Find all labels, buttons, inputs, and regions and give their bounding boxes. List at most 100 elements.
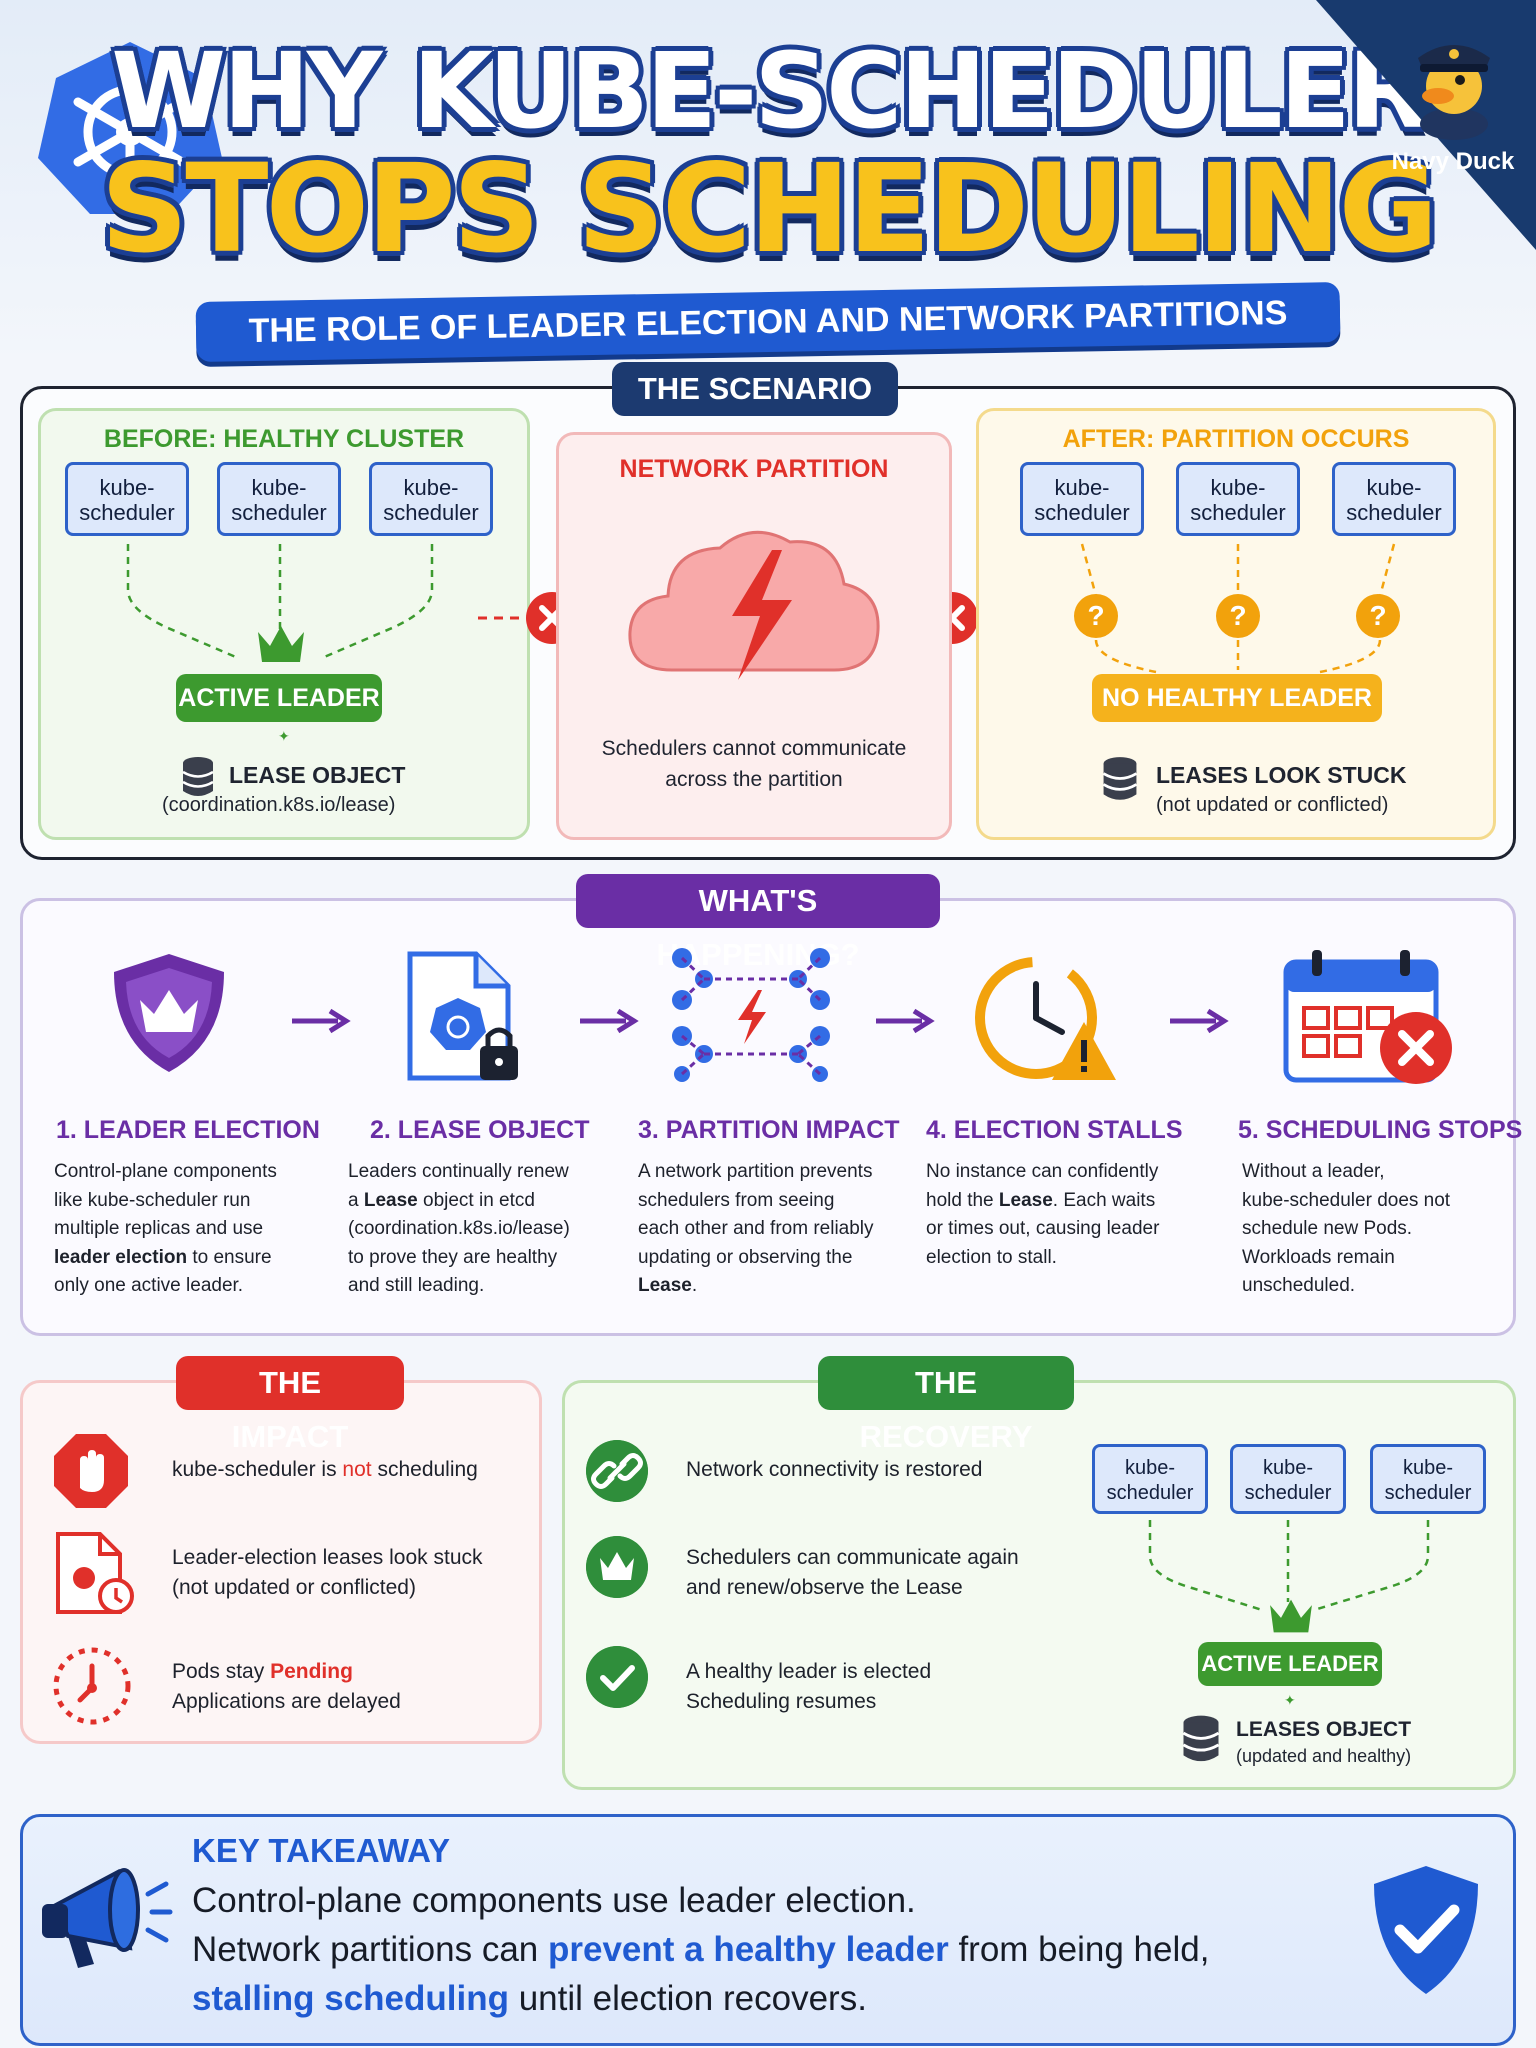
takeaway-line-2: Network partitions can prevent a healthy… bbox=[192, 1930, 1210, 1969]
step-3-title: 3. PARTITION IMPACT bbox=[638, 1116, 900, 1144]
arrow-right-icon bbox=[580, 1008, 639, 1034]
before-lease-sub: (coordination.k8s.io/lease) bbox=[162, 794, 396, 816]
database-icon bbox=[1182, 1715, 1220, 1762]
arrow-right-icon bbox=[292, 1008, 351, 1034]
before-connector-lines bbox=[126, 544, 434, 660]
crown-icon bbox=[586, 1536, 648, 1598]
before-lease-title: LEASE OBJECT bbox=[229, 762, 406, 788]
step-1-line: like kube-scheduler run bbox=[54, 1189, 251, 1211]
stop-hand-icon bbox=[54, 1434, 128, 1508]
before-scheduler-2: kube- scheduler bbox=[217, 462, 341, 536]
recovery-connector-lines bbox=[1148, 1520, 1430, 1612]
recovery-active-leader: ACTIVE LEADER bbox=[1198, 1642, 1382, 1686]
checkmark-icon bbox=[586, 1646, 648, 1708]
network-partition-icon bbox=[672, 948, 830, 1082]
partition-text-1: Schedulers cannot communicate bbox=[601, 737, 907, 760]
recovery-scheduler-3: kube- scheduler bbox=[1370, 1444, 1486, 1514]
partition-text-2: across the partition bbox=[665, 768, 843, 791]
title-line-2: STOPS SCHEDULING bbox=[100, 138, 1438, 280]
takeaway-line-3: stalling scheduling until election recov… bbox=[192, 1979, 867, 2018]
title-line-1: WHY KUBE-SCHEDULER bbox=[111, 30, 1427, 152]
happening-heading: WHAT'S HAPPENING? bbox=[576, 874, 940, 972]
recovery-lease-sub: (updated and healthy) bbox=[1236, 1746, 1412, 1766]
step-5-line: Workloads remain bbox=[1242, 1246, 1395, 1268]
scenario-heading: THE SCENARIO bbox=[612, 362, 898, 416]
takeaway-line-1: Control-plane components use leader elec… bbox=[192, 1881, 916, 1920]
stalled-clock-icon bbox=[975, 957, 1116, 1080]
step-1-line: leader election to ensure bbox=[54, 1246, 272, 1268]
arrow-right-icon bbox=[876, 1008, 935, 1034]
pending-clock-icon bbox=[53, 1647, 131, 1725]
recovery-row-1: Network connectivity is restored bbox=[686, 1458, 983, 1481]
step-5-line: unscheduled. bbox=[1242, 1275, 1356, 1296]
storm-cloud-icon bbox=[628, 530, 880, 680]
partition-title: NETWORK PARTITION bbox=[619, 455, 889, 483]
takeaway-section bbox=[20, 1814, 1516, 2046]
database-icon bbox=[182, 757, 214, 796]
recovery-row-2-line2: and renew/observe the Lease bbox=[686, 1576, 963, 1599]
step-3-line: A network partition prevents bbox=[638, 1161, 873, 1182]
step-5-line: Without a leader, bbox=[1242, 1161, 1385, 1182]
navy-duck-mascot-icon bbox=[1418, 45, 1490, 140]
step-3-line: updating or observing the bbox=[638, 1246, 853, 1268]
unknown-marker-2: ? bbox=[1216, 594, 1260, 638]
before-title: BEFORE: HEALTHY CLUSTER bbox=[103, 425, 465, 453]
no-healthy-leader: NO HEALTHY LEADER bbox=[1092, 674, 1382, 722]
recovery-section bbox=[562, 1380, 1516, 1790]
shield-check-icon bbox=[1374, 1866, 1478, 1994]
impact-row-3-line1: Pods stay Pending bbox=[172, 1660, 353, 1683]
lease-document-lock-icon bbox=[407, 951, 518, 1081]
connector-dot: ✦ bbox=[1284, 1692, 1296, 1708]
crown-icon bbox=[1270, 1599, 1312, 1633]
arrow-right-icon bbox=[1170, 1008, 1229, 1034]
before-active-leader: ACTIVE LEADER bbox=[176, 674, 382, 722]
shield-crown-icon bbox=[114, 954, 224, 1072]
recovery-scheduler-1: kube- scheduler bbox=[1092, 1444, 1208, 1514]
calendar-cancel-icon bbox=[1283, 950, 1452, 1084]
recovery-heading: THE RECOVERY bbox=[818, 1356, 1074, 1454]
step-5-title: 5. SCHEDULING STOPS bbox=[1238, 1116, 1523, 1144]
step-2-title: 2. LEASE OBJECT bbox=[370, 1116, 590, 1144]
takeaway-heading: KEY TAKEAWAY bbox=[192, 1832, 450, 1869]
step-2-line: a Lease object in etcd bbox=[348, 1189, 535, 1211]
impact-row-2-line1: Leader-election leases look stuck bbox=[172, 1546, 483, 1569]
after-lease-title: LEASES LOOK STUCK bbox=[1156, 762, 1407, 788]
step-2-line: to prove they are healthy bbox=[348, 1246, 558, 1268]
step-5-line: kube-scheduler does not bbox=[1242, 1189, 1451, 1211]
recovery-row-3-line1: A healthy leader is elected bbox=[686, 1660, 932, 1683]
step-3-line: each other and from reliably bbox=[638, 1218, 874, 1239]
link-chain-icon bbox=[586, 1440, 648, 1502]
step-1-line: multiple replicas and use bbox=[54, 1218, 264, 1239]
after-connector-lines bbox=[1080, 543, 1396, 674]
impact-row-3-line2: Applications are delayed bbox=[172, 1690, 401, 1713]
after-lease-sub: (not updated or conflicted) bbox=[1156, 794, 1389, 816]
recovery-row-3-line2: Scheduling resumes bbox=[686, 1690, 877, 1713]
impact-row-2-line2: (not updated or conflicted) bbox=[172, 1576, 416, 1599]
crown-icon bbox=[258, 626, 304, 662]
step-4-line: election to stall. bbox=[926, 1246, 1057, 1268]
step-1-body: Control-plane components like kube-schedu… bbox=[54, 1158, 344, 1301]
after-title: AFTER: PARTITION OCCURS bbox=[1062, 425, 1410, 453]
happening-section bbox=[20, 898, 1516, 1336]
unknown-marker-1: ? bbox=[1074, 594, 1118, 638]
after-scheduler-3: kube- scheduler bbox=[1332, 462, 1456, 536]
recovery-row-2-line1: Schedulers can communicate again bbox=[686, 1546, 1019, 1569]
after-scheduler-1: kube- scheduler bbox=[1020, 462, 1144, 536]
step-3-line: schedulers from seeing bbox=[638, 1189, 835, 1211]
step-3-body: A network partition prevents schedulers f… bbox=[638, 1158, 908, 1301]
database-icon bbox=[1102, 757, 1138, 800]
step-2-line: and still leading. bbox=[348, 1275, 485, 1296]
step-4-title: 4. ELECTION STALLS bbox=[926, 1116, 1183, 1144]
megaphone-icon bbox=[42, 1868, 173, 1968]
step-1-line: Control-plane components bbox=[54, 1161, 277, 1182]
before-scheduler-3: kube- scheduler bbox=[369, 462, 493, 536]
recovery-lease-title: LEASES OBJECT bbox=[1236, 1718, 1412, 1741]
step-4-line: or times out, causing leader bbox=[926, 1218, 1160, 1239]
impact-heading: THE IMPACT bbox=[176, 1356, 404, 1454]
impact-row-1: kube-scheduler is not scheduling bbox=[172, 1458, 478, 1481]
step-5-line: schedule new Pods. bbox=[1242, 1218, 1413, 1239]
kubernetes-logo-icon bbox=[38, 42, 222, 214]
step-5-body: Without a leader, kube-scheduler does not… bbox=[1242, 1158, 1492, 1301]
